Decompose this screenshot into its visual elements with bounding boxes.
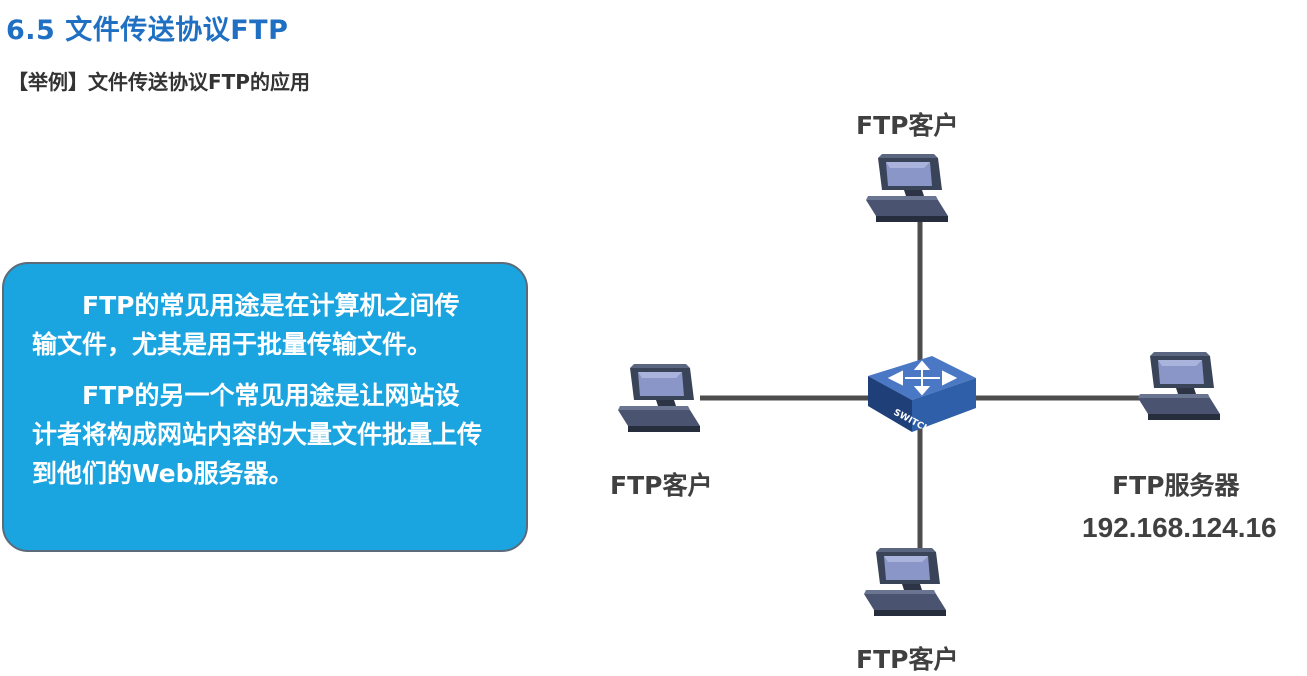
label-client-bottom: FTP客户 [856,645,959,674]
computer-icon-left [618,364,700,432]
info-paragraph-2: FTP的另一个常见用途是让网站设计者将构成网站内容的大量文件批量上传到他们的We… [32,381,483,488]
label-client-left: FTP客户 [610,471,713,500]
label-server: FTP服务器 [1112,471,1240,500]
computer-icon-right [1138,352,1220,420]
info-paragraph-1: FTP的常见用途是在计算机之间传输文件，尤其是用于批量传输文件。 [32,291,460,359]
server-ip: 192.168.124.16 [1082,512,1277,543]
page-title: 6.5 文件传送协议FTP [6,15,289,46]
computer-icon-bottom [864,548,946,616]
info-box: FTP的常见用途是在计算机之间传输文件，尤其是用于批量传输文件。 FTP的另一个… [2,262,528,552]
computer-icon-top [866,154,948,222]
example-subtitle: 【举例】文件传送协议FTP的应用 [8,70,310,94]
switch-icon: SWITCH [868,356,976,435]
label-client-top: FTP客户 [856,111,959,140]
